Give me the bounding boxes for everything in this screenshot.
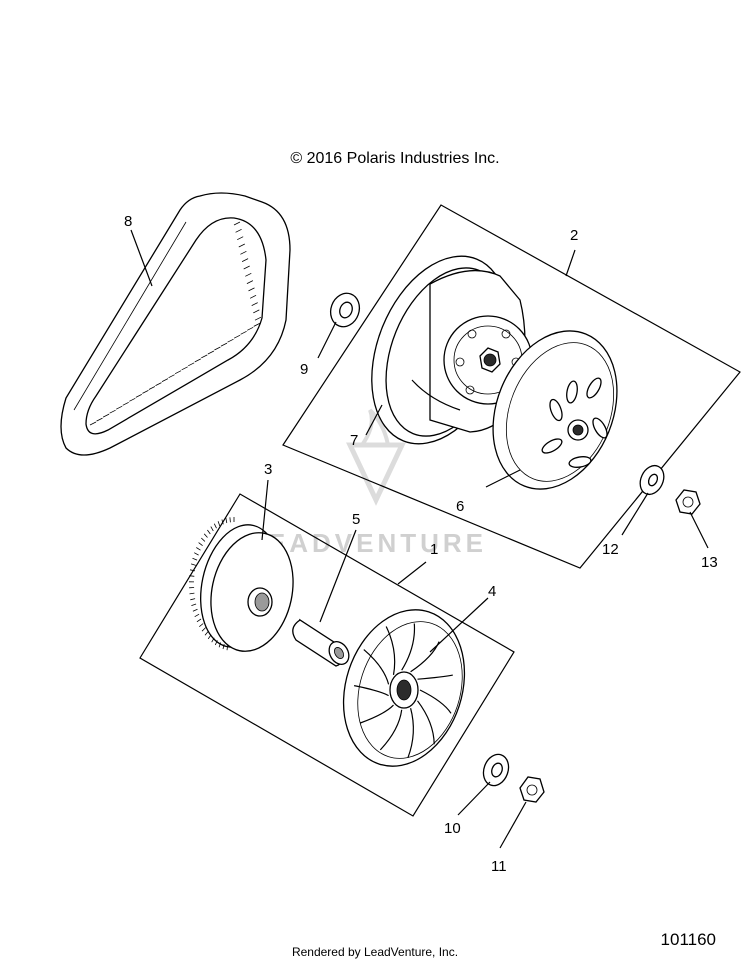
callout-3: 3: [264, 461, 272, 478]
render-credit: Rendered by LeadVenture, Inc.: [291, 945, 459, 959]
fan-blade: [363, 649, 390, 685]
fan-blade: [417, 674, 453, 680]
callout-labels: 8 2 9 7 3 6 5 1 12 13 4 10 11: [124, 213, 718, 875]
callout-5: 5: [352, 511, 360, 528]
fan-blade: [401, 623, 416, 671]
nut-13: [675, 489, 701, 515]
callout-8: 8: [124, 213, 132, 230]
fan-sheave: [342, 609, 466, 767]
drive-belt: [60, 192, 291, 456]
callout-10: 10: [444, 820, 461, 837]
clutch-pulley: [371, 255, 533, 445]
callout-11: 11: [491, 858, 507, 875]
figure-number: 101160: [660, 930, 716, 949]
drive-clutch-assembly-box: [139, 493, 515, 817]
callout-12: 12: [602, 541, 619, 558]
drive-face-pulley: [188, 517, 294, 652]
nut-11: [519, 776, 545, 803]
callout-13: 13: [701, 554, 718, 571]
callout-2: 2: [570, 227, 578, 244]
clutch-bell: [492, 330, 618, 490]
fan-blade: [419, 689, 452, 714]
washer-12: [639, 464, 665, 496]
callout-9: 9: [300, 361, 308, 378]
sleeve: [292, 618, 350, 667]
fan-blade: [360, 704, 394, 724]
fan-blade: [353, 685, 389, 697]
callout-1: 1: [430, 541, 438, 558]
driven-clutch-assembly-box: [282, 204, 741, 569]
callout-4: 4: [488, 583, 496, 600]
fan-blade: [417, 700, 435, 745]
callout-6: 6: [456, 498, 464, 515]
fan-blade: [385, 626, 396, 676]
washer-9: [329, 292, 361, 328]
copyright-text: © 2016 Polaris Industries Inc.: [290, 150, 500, 167]
fan-blade: [407, 708, 414, 759]
callout-7: 7: [350, 432, 358, 449]
washer-10: [482, 753, 510, 787]
leader-lines: [130, 229, 709, 849]
fan-blade: [379, 709, 403, 751]
